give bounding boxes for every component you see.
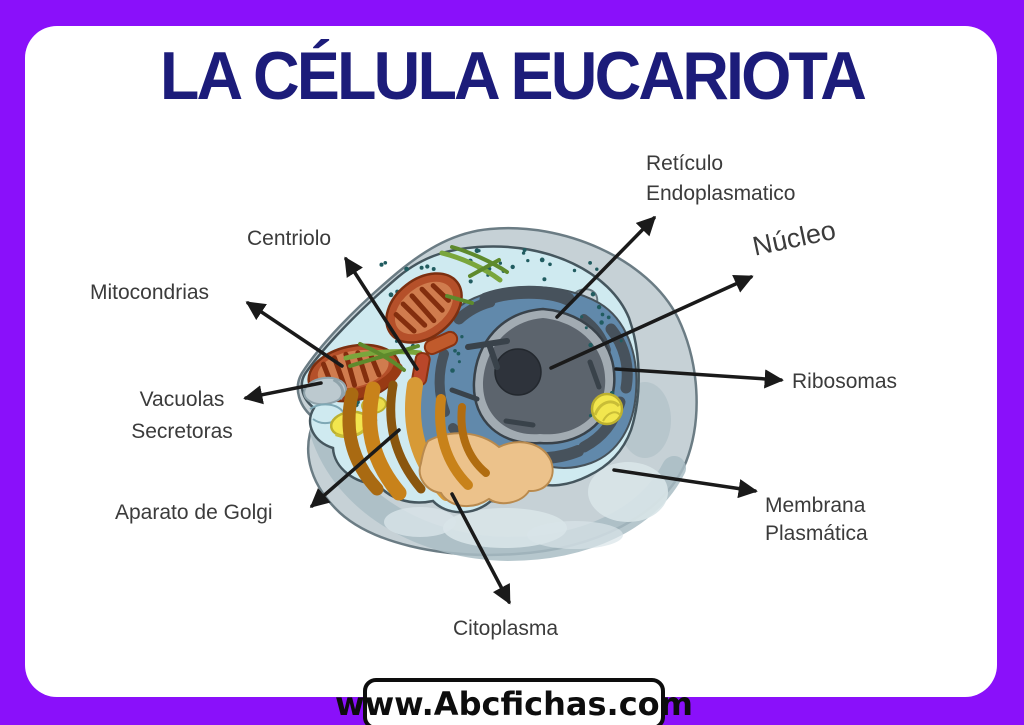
label-membrana-plasmatica: Membrana Plasmática	[765, 492, 868, 548]
label-line: Membrana	[765, 494, 866, 517]
membrane-cloud	[588, 462, 668, 522]
label-vacuolas-secretoras: Vacuolas Secretoras	[116, 384, 248, 448]
arrow-to-mitocondrias	[245, 301, 344, 368]
label-line: Plasmática	[765, 522, 868, 545]
nucleolus	[494, 348, 542, 396]
label-arrows	[243, 215, 784, 605]
arrow-to-citoplasma	[450, 492, 511, 605]
label-aparato-de-golgi: Aparato de Golgi	[115, 501, 273, 524]
membrane-cloud	[384, 507, 456, 537]
label-citoplasma: Citoplasma	[453, 617, 559, 640]
label-ribosomas: Ribosomas	[792, 370, 898, 393]
label-line: Retículo	[646, 152, 724, 175]
label-centriolo: Centriolo	[247, 227, 332, 250]
nucleus	[449, 307, 616, 445]
watermark-text: www.Abcfichas.com	[335, 685, 693, 723]
arrow-to-centriolo	[344, 256, 419, 371]
arrow-to-golgi	[309, 428, 401, 508]
nucleus-body	[482, 318, 606, 435]
arrow-to-vacuolas	[243, 381, 323, 405]
arrow-to-ribosomas	[614, 367, 784, 389]
label-reticulo-endoplasmatico: Retículo Endoplasmatico	[646, 149, 795, 209]
label-line: Secretoras	[131, 420, 233, 443]
centriole	[411, 330, 459, 387]
watermark-badge: www.Abcfichas.com	[335, 678, 693, 725]
mitochondrion-top	[385, 272, 463, 344]
arrow-to-membrana	[612, 468, 758, 499]
golgi-apparatus	[342, 377, 554, 508]
membrane-cloud	[527, 521, 623, 549]
nucleus-marks	[449, 338, 602, 428]
label-line: Endoplasmatico	[646, 182, 796, 205]
page-title: LA CÉLULA EUCARIOTA	[159, 38, 867, 114]
microtubules	[343, 245, 509, 372]
label-mitocondrias: Mitocondrias	[90, 281, 210, 304]
label-line: Vacuolas	[139, 388, 225, 411]
arrow-to-reticulo	[555, 215, 657, 319]
cristae	[393, 283, 451, 334]
arrow-to-nucleo	[549, 275, 754, 370]
